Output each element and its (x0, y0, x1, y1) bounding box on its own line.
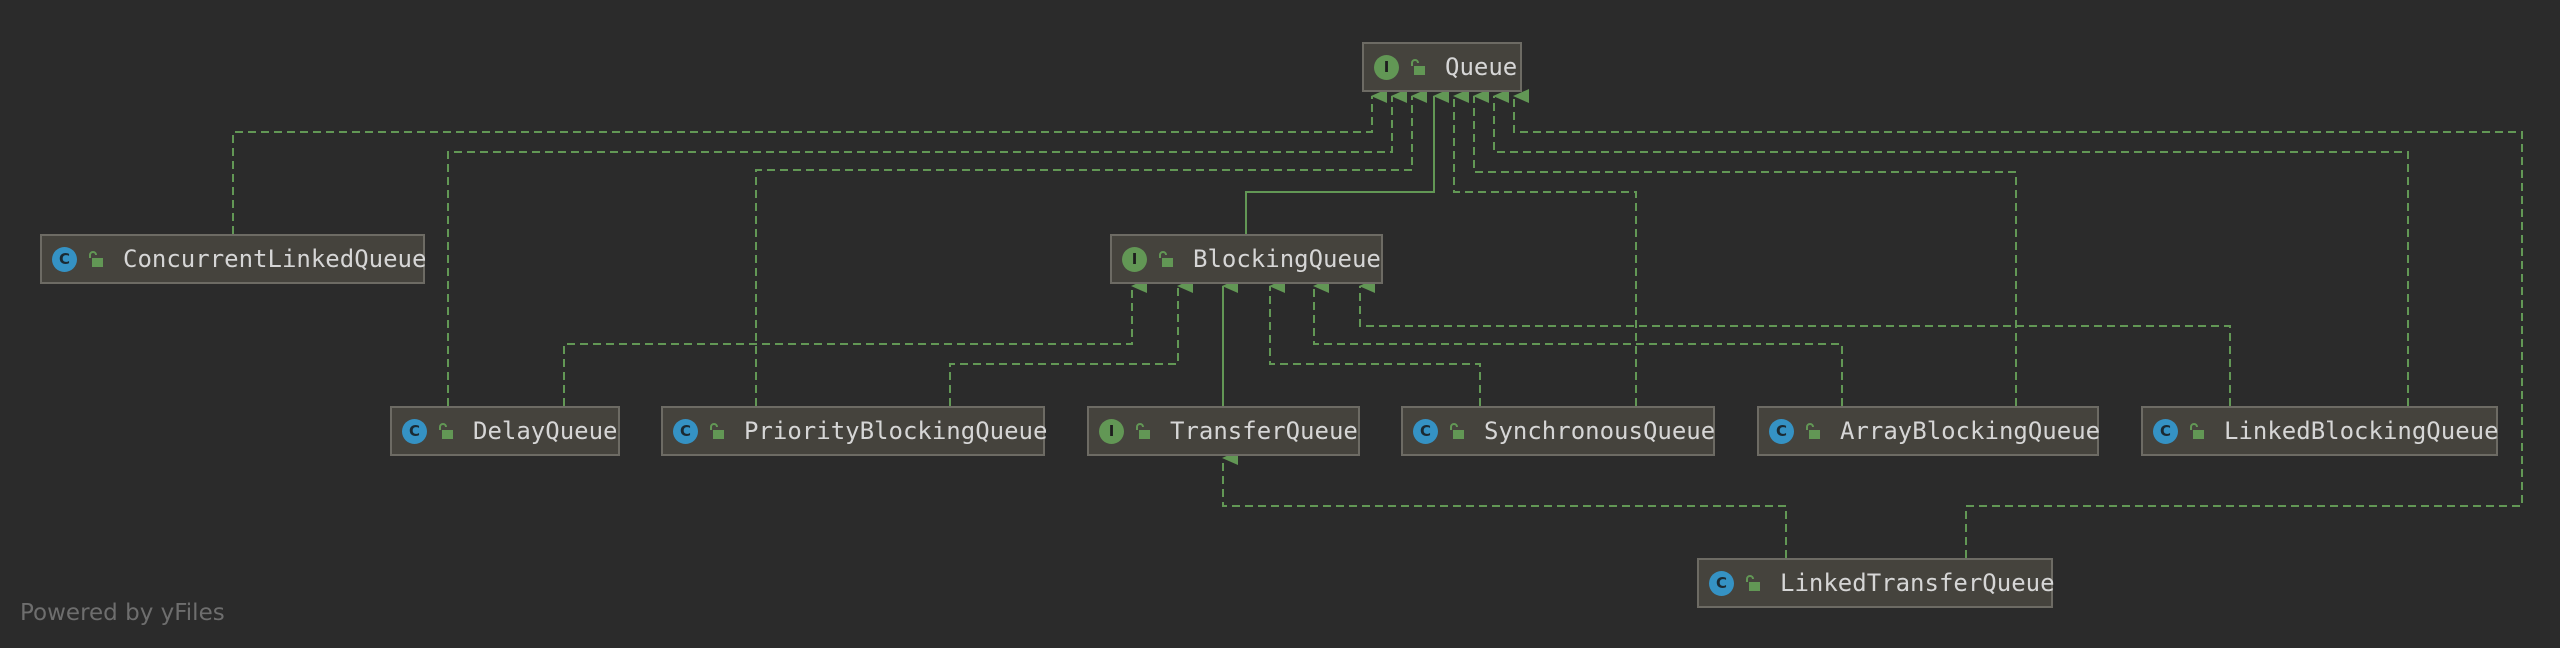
node-queue[interactable]: I Queue (1362, 42, 1522, 92)
interface-icon: I (1099, 418, 1124, 444)
class-icon: C (402, 418, 427, 444)
node-label: SynchronousQueue (1484, 417, 1716, 445)
interface-icon: I (1374, 54, 1399, 80)
node-synchronous-queue[interactable]: C SynchronousQueue (1401, 406, 1715, 456)
unlocked-icon (439, 423, 453, 439)
edge-delayqueue-queue (447, 89, 1407, 406)
node-label: BlockingQueue (1193, 245, 1381, 273)
edge-linkedblockingqueue-blockingqueue (1359, 279, 2231, 406)
class-icon: C (1709, 570, 1734, 596)
node-label: PriorityBlockingQueue (744, 417, 1048, 445)
unlocked-icon (1159, 251, 1173, 267)
class-icon: C (1413, 418, 1438, 444)
node-label: ArrayBlockingQueue (1840, 417, 2101, 445)
unlocked-icon (1450, 423, 1464, 439)
edge-priorityblockingqueue-queue (755, 89, 1427, 406)
interface-icon: I (1122, 246, 1147, 272)
edge-synchronousqueue-blockingqueue (1269, 279, 1481, 406)
node-priority-blocking-queue[interactable]: C PriorityBlockingQueue (661, 406, 1048, 456)
class-icon: C (2153, 418, 2178, 444)
node-label: ConcurrentLinkedQueue (123, 245, 427, 273)
node-label: DelayQueue (473, 417, 618, 445)
edge-linkedtransferqueue-queue (1513, 89, 2523, 558)
edge-synchronousqueue-queue (1453, 89, 1637, 406)
node-concurrent-linked-queue[interactable]: C ConcurrentLinkedQueue (40, 234, 427, 284)
node-label: TransferQueue (1170, 417, 1358, 445)
unlocked-icon (1411, 59, 1425, 75)
node-blocking-queue[interactable]: I BlockingQueue (1110, 234, 1383, 284)
class-icon: C (52, 246, 77, 272)
node-array-blocking-queue[interactable]: C ArrayBlockingQueue (1757, 406, 2101, 456)
node-delay-queue[interactable]: C DelayQueue (390, 406, 620, 456)
unlocked-icon (1746, 575, 1760, 591)
unlocked-icon (2190, 423, 2204, 439)
edge-blockingqueue-queue (1245, 89, 1449, 234)
unlocked-icon (1806, 423, 1820, 439)
class-icon: C (673, 418, 698, 444)
powered-by-footer: Powered by yFiles (20, 600, 225, 626)
node-transfer-queue[interactable]: I TransferQueue (1087, 406, 1360, 456)
unlocked-icon (1136, 423, 1150, 439)
edge-concurrentlinkedqueue-queue (232, 89, 1387, 234)
node-linked-transfer-queue[interactable]: C LinkedTransferQueue (1697, 558, 2055, 608)
node-label: LinkedBlockingQueue (2224, 417, 2499, 445)
edge-priorityblockingqueue-blockingqueue (949, 279, 1193, 406)
edge-linkedblockingqueue-queue (1493, 89, 2409, 406)
edge-delayqueue-blockingqueue (563, 279, 1147, 406)
node-label: LinkedTransferQueue (1780, 569, 2055, 597)
unlocked-icon (89, 251, 103, 267)
edge-arrayblockingqueue-queue (1473, 89, 2017, 406)
node-linked-blocking-queue[interactable]: C LinkedBlockingQueue (2141, 406, 2499, 456)
unlocked-icon (710, 423, 724, 439)
edge-linkedtransferqueue-transferqueue (1222, 451, 1787, 558)
class-icon: C (1769, 418, 1794, 444)
node-label: Queue (1445, 53, 1518, 81)
edge-arrayblockingqueue-blockingqueue (1313, 279, 1843, 406)
